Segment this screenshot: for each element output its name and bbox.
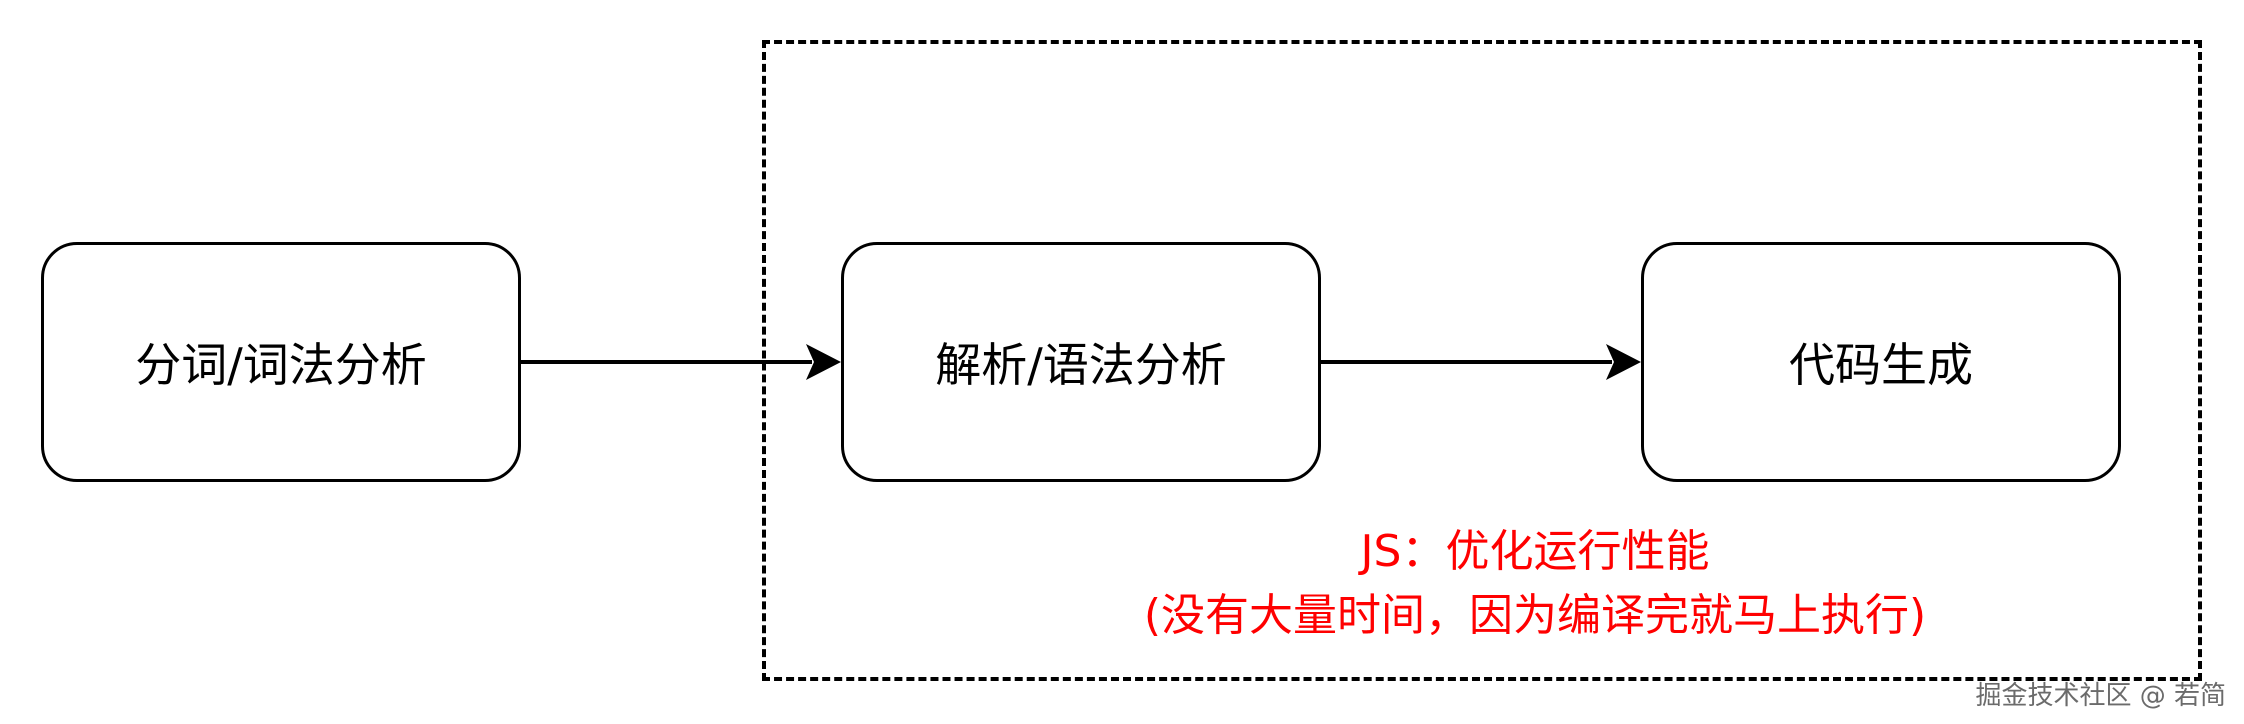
watermark: 掘金技术社区 @ 若简 [1975, 681, 2226, 711]
node-lexical-analysis: 分词/词法分析 [41, 242, 521, 482]
edge-parsing-to-codegen [1321, 344, 1641, 380]
node-syntax-analysis: 解析/语法分析 [841, 242, 1321, 482]
node-code-generation: 代码生成 [1641, 242, 2121, 482]
node-label: 解析/语法分析 [935, 338, 1227, 392]
optimization-note: JS：优化运行性能 (没有大量时间，因为编译完就马上执行) [1100, 520, 1970, 648]
node-label: 分词/词法分析 [135, 338, 427, 392]
node-label: 代码生成 [1789, 338, 1973, 392]
edge-lexing-to-parsing [521, 344, 841, 380]
note-line-2: (没有大量时间，因为编译完就马上执行) [1143, 590, 1927, 641]
note-line-1: JS：优化运行性能 [1360, 526, 1710, 577]
